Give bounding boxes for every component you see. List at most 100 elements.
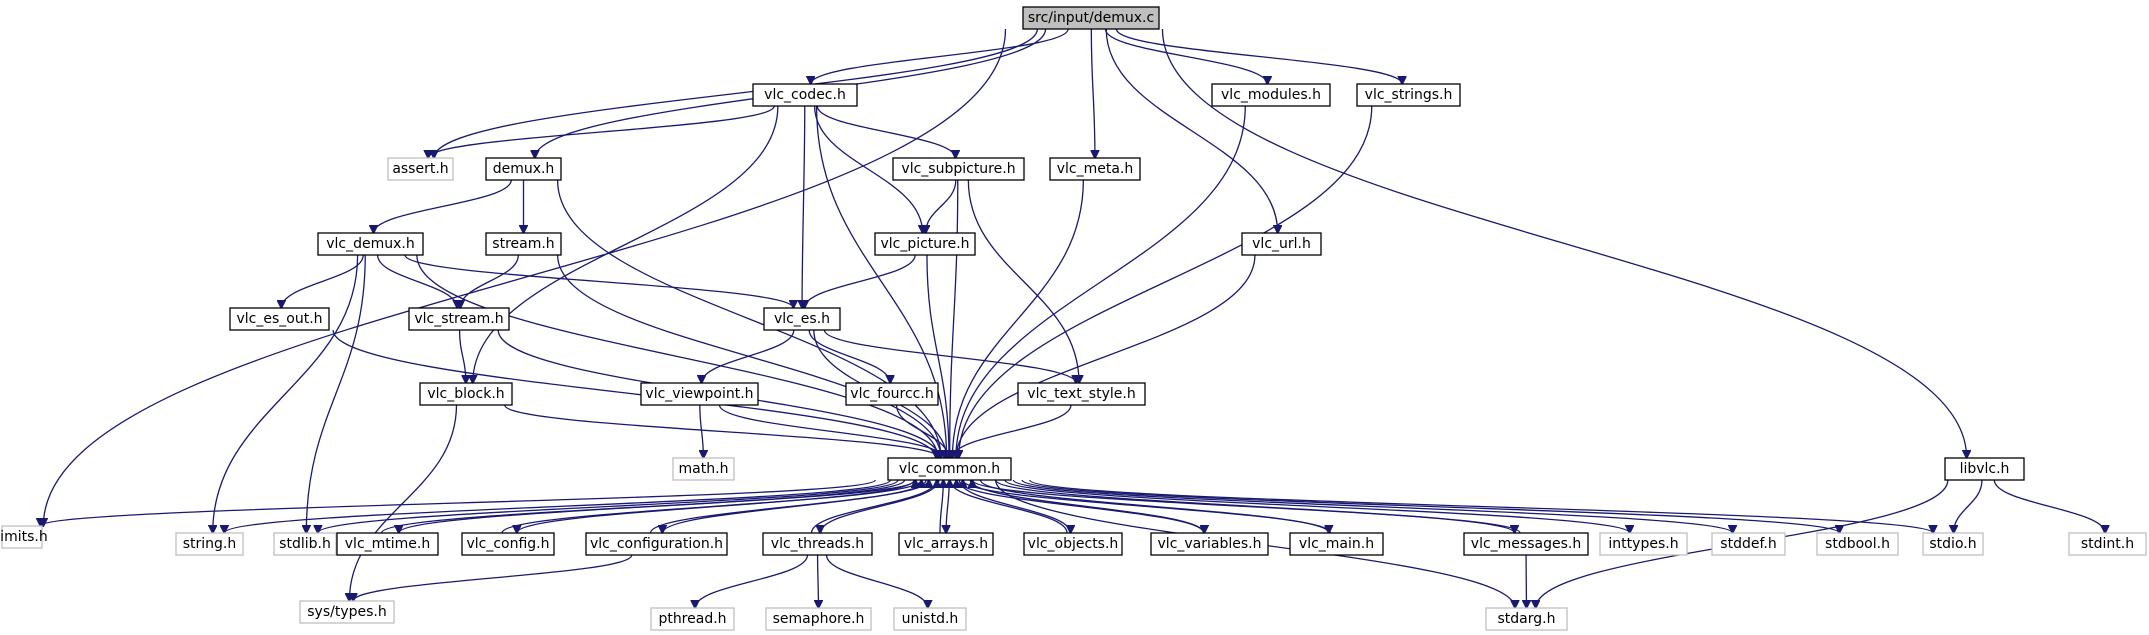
node-config[interactable]: vlc_config.h xyxy=(461,532,555,556)
edge-common-to-inttypes xyxy=(1004,479,1630,533)
node-subpicture[interactable]: vlc_subpicture.h xyxy=(892,157,1025,181)
node-stdbool-box xyxy=(1816,532,1899,556)
node-stdio-label: stdio.h xyxy=(1929,536,1976,552)
edge-codec-to-common xyxy=(815,105,947,458)
node-stream-box xyxy=(485,232,562,256)
edge-common-to-stdbool xyxy=(1021,479,1839,533)
node-systypes-label: sys/types.h xyxy=(307,604,386,620)
node-unistd-label: unistd.h xyxy=(902,611,959,627)
node-vmain-label: vlc_main.h xyxy=(1299,536,1374,552)
node-inttypes: inttypes.h xyxy=(1599,532,1688,556)
node-vmain-box xyxy=(1289,532,1384,556)
node-demuxh-label: demux.h xyxy=(493,161,555,177)
node-stdarg-label: stdarg.h xyxy=(1498,611,1556,627)
edge-threads-to-unistd xyxy=(825,554,928,608)
node-stdlib-box xyxy=(273,532,337,556)
node-config-label: vlc_config.h xyxy=(466,536,549,552)
edge-configuration-to-common xyxy=(649,480,929,534)
node-picture[interactable]: vlc_picture.h xyxy=(874,232,976,256)
node-systypes: sys/types.h xyxy=(299,600,395,624)
node-math-box xyxy=(672,457,735,481)
node-variables-label: vlc_variables.h xyxy=(1158,536,1262,552)
node-libvlc[interactable]: libvlc.h xyxy=(1944,457,2025,481)
edge-root-to-libvlc xyxy=(1161,28,1966,458)
node-arrays[interactable]: vlc_arrays.h xyxy=(898,532,994,556)
node-mtime[interactable]: vlc_mtime.h xyxy=(336,532,439,556)
node-vlcdemux-box xyxy=(317,232,424,256)
node-messages[interactable]: vlc_messages.h xyxy=(1463,532,1589,556)
node-vlcdemux[interactable]: vlc_demux.h xyxy=(317,232,424,256)
node-meta[interactable]: vlc_meta.h xyxy=(1049,157,1141,181)
node-vstream-box xyxy=(408,307,510,331)
node-mtime-label: vlc_mtime.h xyxy=(345,536,430,552)
node-es-label: vlc_es.h xyxy=(774,311,830,327)
edge-stream-to-vstream xyxy=(460,254,519,308)
node-objects[interactable]: vlc_objects.h xyxy=(1023,532,1123,556)
node-meta-box xyxy=(1049,157,1141,181)
node-modules[interactable]: vlc_modules.h xyxy=(1211,83,1331,107)
node-objects-box xyxy=(1023,532,1123,556)
node-vmain[interactable]: vlc_main.h xyxy=(1289,532,1384,556)
node-variables[interactable]: vlc_variables.h xyxy=(1150,532,1269,556)
edge-libvlc-to-stdio xyxy=(1954,479,1983,533)
node-pthread-label: pthread.h xyxy=(658,611,726,627)
node-pthread-box xyxy=(650,607,735,631)
node-mtime-box xyxy=(336,532,439,556)
edge-meta-to-common xyxy=(952,179,1085,458)
node-stream[interactable]: stream.h xyxy=(485,232,562,256)
node-systypes-box xyxy=(299,600,395,624)
edge-codec-to-picture xyxy=(813,105,923,233)
node-picture-label: vlc_picture.h xyxy=(880,236,969,252)
node-messages-box xyxy=(1463,532,1589,556)
edge-block-to-systypes xyxy=(349,404,458,601)
node-common[interactable]: vlc_common.h xyxy=(887,457,1012,481)
edge-es-to-viewpoint xyxy=(702,329,795,383)
edge-common-to-limits xyxy=(41,479,876,526)
node-block[interactable]: vlc_block.h xyxy=(419,382,513,406)
node-es[interactable]: vlc_es.h xyxy=(763,307,841,331)
node-stddef-box xyxy=(1711,532,1786,556)
edge-root-to-limits xyxy=(43,28,1007,526)
node-viewpoint[interactable]: vlc_viewpoint.h xyxy=(640,382,759,406)
edge-root-to-assert xyxy=(434,28,1039,158)
node-arrays-label: vlc_arrays.h xyxy=(904,536,988,552)
node-fourcc[interactable]: vlc_fourcc.h xyxy=(845,382,939,406)
node-stddef: stddef.h xyxy=(1711,532,1786,556)
edge-vlcdemux-to-stdlib xyxy=(306,254,366,533)
edge-vlcdemux-to-es xyxy=(404,254,793,308)
node-stdarg: stdarg.h xyxy=(1485,607,1568,631)
edge-root-to-modules xyxy=(1104,28,1267,84)
node-configuration[interactable]: vlc_configuration.h xyxy=(585,532,728,556)
node-assert: assert.h xyxy=(387,157,454,181)
node-codec[interactable]: vlc_codec.h xyxy=(752,83,858,107)
node-codec-label: vlc_codec.h xyxy=(764,87,846,103)
edge-common-to-string xyxy=(224,479,891,533)
node-threads-box xyxy=(762,532,873,556)
node-root-box xyxy=(1022,6,1160,30)
node-textstyle[interactable]: vlc_text_style.h xyxy=(1017,382,1146,406)
node-url-box xyxy=(1241,232,1322,256)
node-strings[interactable]: vlc_strings.h xyxy=(1356,83,1461,107)
node-vstream[interactable]: vlc_stream.h xyxy=(408,307,510,331)
edge-codec-to-subpicture xyxy=(816,105,955,158)
edge-subpicture-to-picture xyxy=(926,179,957,233)
edge-vlcdemux-to-vstream xyxy=(376,254,458,308)
node-esout[interactable]: vlc_es_out.h xyxy=(229,307,330,331)
node-semaphore: semaphore.h xyxy=(765,607,872,631)
node-libvlc-box xyxy=(1944,457,2025,481)
node-codec-box xyxy=(752,83,858,107)
edge-strings-to-common xyxy=(959,105,1373,458)
edge-common-to-stddef xyxy=(1012,479,1732,533)
node-demuxh[interactable]: demux.h xyxy=(485,157,562,181)
node-url-label: vlc_url.h xyxy=(1252,236,1311,252)
node-semaphore-box xyxy=(765,607,872,631)
node-threads[interactable]: vlc_threads.h xyxy=(762,532,873,556)
node-inttypes-box xyxy=(1599,532,1688,556)
node-url[interactable]: vlc_url.h xyxy=(1241,232,1322,256)
node-configuration-box xyxy=(585,532,728,556)
node-math: math.h xyxy=(672,457,735,481)
edge-demuxh-to-vlcdemux xyxy=(374,179,512,233)
node-textstyle-label: vlc_text_style.h xyxy=(1027,386,1135,402)
node-block-label: vlc_block.h xyxy=(427,386,504,402)
edge-libvlc-to-stdint xyxy=(1993,479,2105,533)
